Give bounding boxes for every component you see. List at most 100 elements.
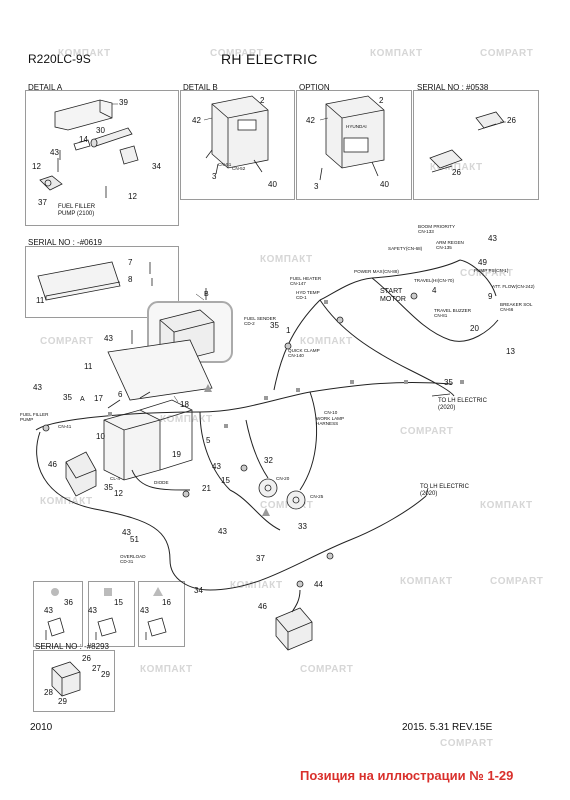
callout-number: 46 — [258, 602, 267, 611]
model-code: R220LC-9S — [28, 52, 91, 66]
label-cn41: CN-41 — [58, 424, 72, 429]
bracket-34a — [119, 145, 139, 165]
callout-number: 37 — [256, 554, 265, 563]
controller-module-b — [211, 95, 269, 169]
label-fuel-sender: FUEL SENDER CD-2 — [244, 316, 276, 326]
label-boom-priority: BOOM PRIORITY CN-133 — [418, 224, 456, 234]
watermark-text: КОМПАКТ — [400, 576, 453, 587]
callout-number: 44 — [314, 580, 323, 589]
label-start-motor: START MOTOR — [380, 288, 406, 303]
serial-0538-heading: SERIAL NO : #0538 — [417, 83, 489, 92]
label-cn51: CN-51 — [218, 162, 232, 167]
callout-number: 43 — [140, 606, 149, 615]
callout-number: 18 — [180, 400, 189, 409]
callout-number: 15 — [221, 476, 230, 485]
label-a: A — [80, 396, 85, 403]
callout-number: 37 — [38, 198, 47, 207]
panel-serial-8293 — [33, 650, 115, 712]
callout-number: 40 — [380, 180, 389, 189]
callout-number: 15 — [114, 598, 123, 607]
panel-serial-0538 — [413, 90, 539, 200]
callout-number: 43 — [50, 148, 59, 157]
label-travel-hi: TRAVEL(HI(CN-70) — [414, 278, 454, 283]
label-cl4: CL-4 — [110, 476, 120, 481]
label-work-lamp-harness: WORK LAMP HARNESS — [316, 416, 345, 426]
work-lamp-left — [65, 451, 97, 497]
callout-number: 12 — [128, 192, 137, 201]
callout-number: 1 — [286, 326, 291, 335]
watermark-text: КОМПАКТ — [300, 336, 353, 347]
callout-number: 11 — [84, 362, 93, 371]
detail-a-heading: DETAIL A — [28, 83, 63, 92]
module-brand-text: HYUNDAI — [346, 124, 367, 129]
illustration-position-note: Позиция на иллюстрации № 1-29 — [300, 768, 514, 783]
label-att-flow: ATT. FLOW(CN-242) — [492, 284, 535, 289]
work-lamp-bottom — [275, 607, 313, 651]
horn-right — [286, 490, 306, 510]
callout-number: 17 — [94, 394, 103, 403]
callout-number: 34 — [194, 586, 203, 595]
tray-11-serial — [37, 261, 121, 301]
callout-number: 3 — [212, 172, 217, 181]
serial-0619-heading: SERIAL NO : -#0619 — [28, 238, 102, 247]
page-title: RH ELECTRIC — [221, 51, 318, 67]
watermark-text: COMPART — [490, 576, 544, 587]
label-fuel-filler-pump: FUEL FILLER PUMP — [20, 412, 49, 422]
callout-number: 8 — [128, 275, 133, 284]
watermark-text: КОМПАКТ — [58, 48, 111, 59]
callout-number: 28 — [44, 688, 53, 697]
watermark-text: COMPART — [440, 738, 494, 749]
watermark-text: КОМПАКТ — [160, 414, 213, 425]
callout-number: 35 — [444, 378, 453, 387]
callout-number: 26 — [82, 654, 91, 663]
label-cn10: CN-10 — [324, 410, 338, 415]
callout-number: 35 — [270, 321, 279, 330]
callout-number: 12 — [114, 489, 123, 498]
panel-detail-b — [180, 90, 295, 200]
callout-number: 26 — [452, 168, 461, 177]
callout-number: 43 — [212, 462, 221, 471]
callout-number: 43 — [218, 527, 227, 536]
callout-number: 33 — [298, 522, 307, 531]
callout-number: 40 — [268, 180, 277, 189]
callout-number: 3 — [314, 182, 319, 191]
bracket-26-lower — [429, 149, 463, 169]
callout-number: 9 — [488, 292, 493, 301]
tray-11-main — [107, 339, 213, 401]
bracket-serial-8293 — [51, 661, 81, 697]
callout-number: 11 — [36, 296, 45, 305]
callout-number: 27 — [92, 664, 101, 673]
callout-number: 35 — [104, 483, 113, 492]
label-to-lh-electric-upper: TO LH ELECTRIC (2020) — [438, 398, 487, 411]
panel-detail-a — [25, 90, 179, 226]
callout-number: 34 — [152, 162, 161, 171]
callout-number: 43 — [488, 234, 497, 243]
callout-number: 39 — [119, 98, 128, 107]
callout-number: 7 — [128, 258, 133, 267]
callout-number: 13 — [506, 347, 515, 356]
label-b: B — [204, 291, 209, 298]
label-diode: DIODE — [154, 480, 169, 485]
label-fuel-heater: FUEL HEATER CN-147 — [290, 276, 322, 286]
callout-number: 42 — [306, 116, 315, 125]
panel-serial-0619 — [25, 246, 179, 318]
legend-square-box — [88, 581, 135, 647]
panel-option — [296, 90, 412, 200]
label-cn25: CN-25 — [310, 494, 324, 499]
watermark-text: COMPART — [460, 268, 514, 279]
callout-number: 35 — [63, 393, 72, 402]
callout-number: 49 — [478, 258, 487, 267]
label-cn20: CN-20 — [276, 476, 290, 481]
serial-8293-heading: SERIAL NO : -#8293 — [35, 642, 109, 651]
watermark-text: КОМПАКТ — [230, 580, 283, 591]
callout-number: 6 — [118, 390, 123, 399]
callout-number: 30 — [96, 126, 105, 135]
footer-year: 2010 — [30, 722, 53, 733]
callout-number: 43 — [44, 606, 53, 615]
controller-module-option — [325, 95, 385, 169]
callout-number: 29 — [101, 670, 110, 679]
option-heading: OPTION — [299, 83, 330, 92]
battery-left — [103, 409, 161, 481]
label-cn52: CN-52 — [232, 166, 246, 171]
